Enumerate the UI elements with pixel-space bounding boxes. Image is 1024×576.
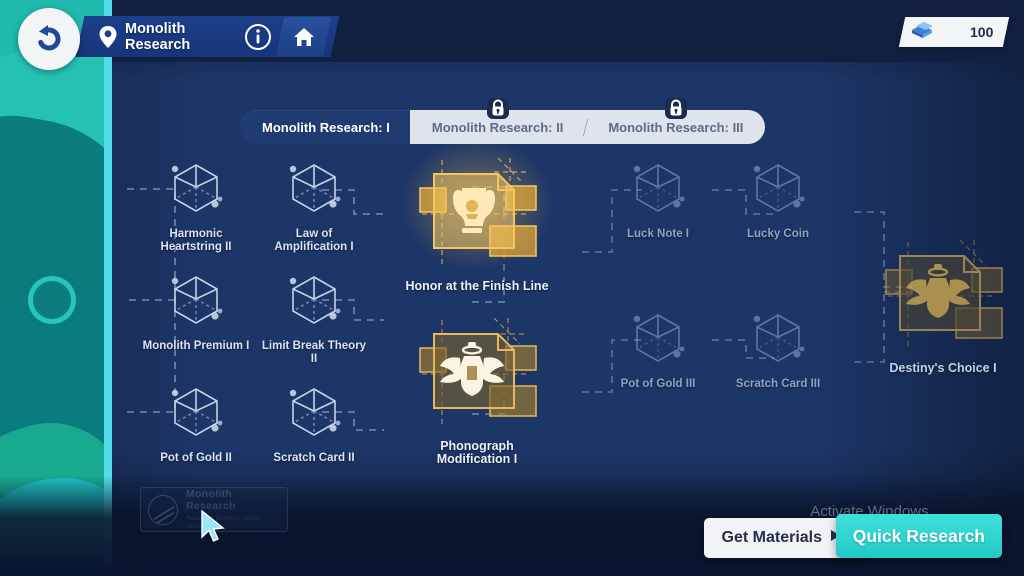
cube-icon	[724, 150, 832, 226]
tab-label: Monolith Research: II	[431, 119, 564, 135]
cube-icon	[260, 262, 368, 338]
research-node-law-of-amplification-i[interactable]: Law of Amplification I	[260, 150, 368, 254]
research-tier-tabs: Monolith Research: I Monolith Research: …	[240, 98, 766, 144]
research-node-label: Limit Break Theory II	[261, 340, 367, 365]
research-node-label: Harmonic Heartstring II	[160, 228, 232, 253]
material-block-icon	[909, 19, 935, 46]
research-node-scratch-card-ii[interactable]: Scratch Card II	[260, 374, 368, 465]
tooltip-title: Monolith Research	[186, 488, 236, 512]
winged-helm-card-icon	[402, 312, 552, 438]
research-node-label: Lucky Coin	[747, 228, 809, 240]
research-node-label: Monolith Premium I	[142, 340, 250, 352]
research-node-label: Scratch Card II	[273, 452, 355, 464]
cube-icon	[142, 262, 250, 338]
info-icon	[245, 24, 271, 50]
back-arrow-icon	[38, 25, 61, 51]
research-node-phonograph-modification-i[interactable]: Phonograph Modification I	[402, 312, 552, 466]
lock-icon	[664, 96, 687, 120]
quick-research-button[interactable]: Quick Research	[835, 514, 1002, 558]
cube-icon	[724, 300, 832, 376]
research-node-label: Law of Amplification I	[274, 228, 354, 253]
tab-monolith-research-i[interactable]: Monolith Research: I	[240, 110, 410, 144]
currency-counter[interactable]: 100	[898, 17, 1010, 47]
research-node-label: Scratch Card III	[735, 378, 821, 390]
home-icon	[293, 28, 314, 46]
home-button[interactable]	[275, 17, 332, 57]
research-node-label: Honor at the Finish Line	[405, 279, 549, 293]
research-node-lucky-coin[interactable]: Lucky Coin	[724, 150, 832, 241]
cube-icon	[604, 300, 712, 376]
tab-label: Monolith Research: I	[262, 119, 390, 135]
get-materials-label: Get Materials	[721, 529, 822, 546]
winged-helm-card-icon	[868, 234, 1018, 360]
research-node-label: Pot of Gold II	[160, 452, 232, 464]
research-node-pot-of-gold-ii[interactable]: Pot of Gold II	[142, 374, 250, 465]
cube-icon	[142, 150, 250, 226]
research-info-tooltip: Monolith Research Research progress deta…	[140, 487, 288, 532]
get-materials-button[interactable]: Get Materials	[703, 518, 859, 558]
panel-edge-stripe	[104, 0, 112, 576]
back-button[interactable]	[18, 8, 80, 70]
research-node-pot-of-gold-iii[interactable]: Pot of Gold III	[604, 300, 712, 391]
cube-icon	[260, 150, 368, 226]
research-node-honor-at-the-finish-line[interactable]: Honor at the Finish Line	[402, 139, 552, 293]
tab-monolith-research-iii[interactable]: Monolith Research: III	[586, 98, 765, 144]
tooltip-line-2: loading data	[186, 523, 222, 530]
tooltip-orb-icon	[148, 494, 178, 525]
research-node-destinys-choice-i[interactable]: Destiny's Choice I	[868, 234, 1018, 375]
tooltip-line-1: Research progress details	[186, 515, 262, 522]
research-node-label: Luck Note I	[627, 228, 689, 240]
panel-ring-decoration	[28, 276, 76, 324]
tab-label: Monolith Research: III	[608, 119, 744, 135]
map-pin-icon	[98, 25, 118, 49]
cube-icon	[604, 150, 712, 226]
research-node-monolith-premium-i[interactable]: Monolith Premium I	[142, 262, 250, 353]
lock-icon	[486, 96, 509, 120]
tab-monolith-research-ii[interactable]: Monolith Research: II	[410, 98, 585, 144]
trophy-card-icon	[402, 152, 552, 278]
quick-research-label: Quick Research	[852, 525, 985, 546]
research-node-label: Destiny's Choice I	[889, 361, 997, 375]
currency-value: 100	[969, 24, 993, 40]
research-node-harmonic-heartstring-ii[interactable]: Harmonic Heartstring II	[142, 150, 250, 254]
research-node-label: Phonograph Modification I	[436, 439, 518, 466]
play-arrow-icon	[830, 529, 841, 547]
cube-icon	[260, 374, 368, 450]
locked-tabs-group: Monolith Research: II Monolith Research:…	[409, 98, 766, 144]
tooltip-text-group: Monolith Research Research progress deta…	[186, 488, 280, 531]
cube-icon	[142, 374, 250, 450]
info-button[interactable]	[238, 17, 278, 57]
research-node-scratch-card-iii[interactable]: Scratch Card III	[724, 300, 832, 391]
research-node-label: Pot of Gold III	[620, 378, 696, 390]
research-node-luck-note-i[interactable]: Luck Note I	[604, 150, 712, 241]
research-node-limit-break-theory-ii[interactable]: Limit Break Theory II	[260, 262, 368, 366]
